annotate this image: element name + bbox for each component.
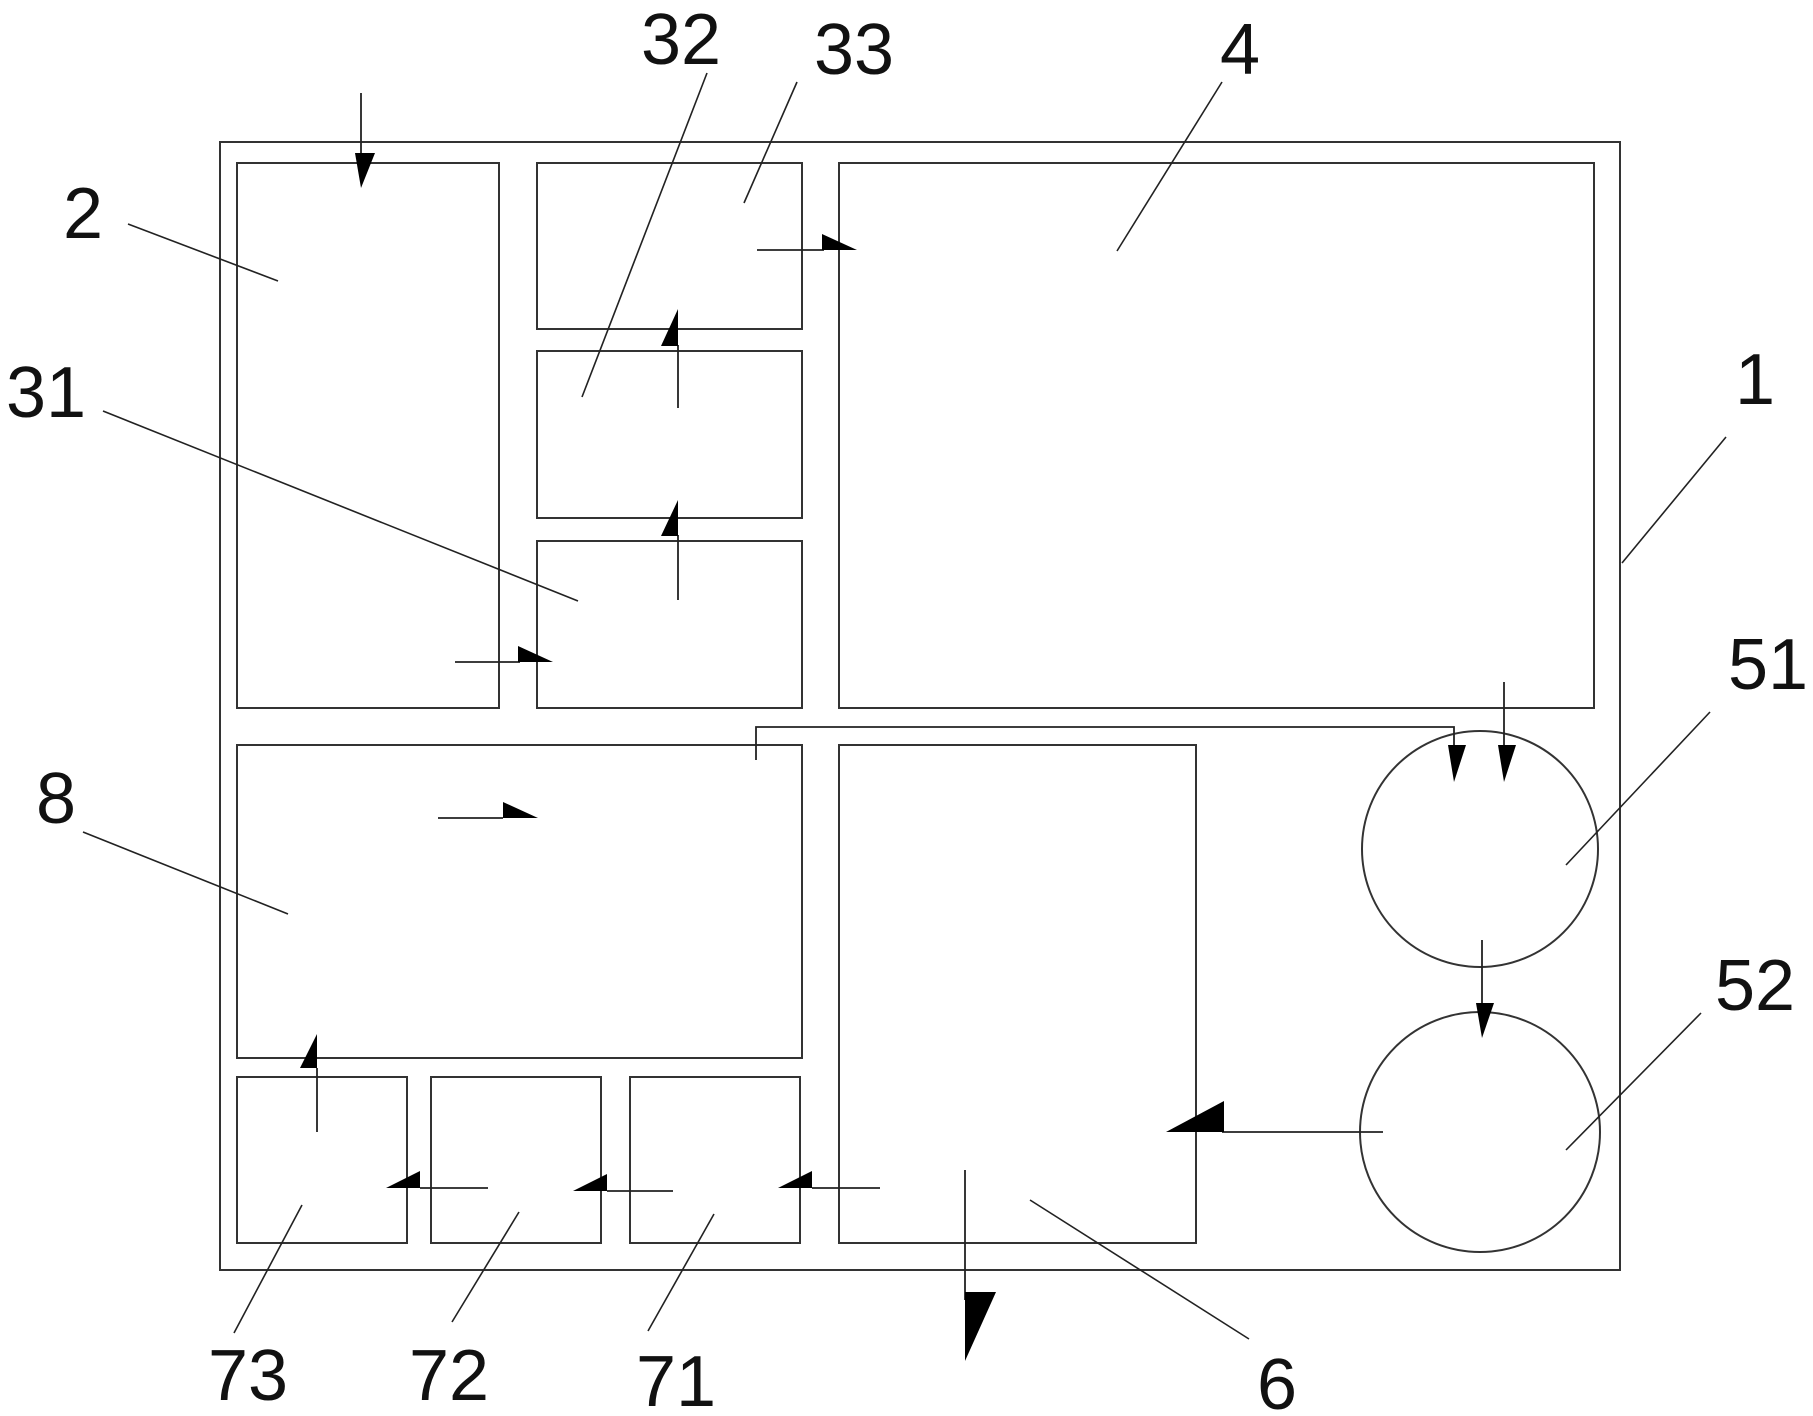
flow-2-to-31	[455, 646, 553, 663]
flow-4-to-51	[1498, 682, 1516, 782]
flow-71-to-72	[573, 1174, 673, 1192]
circle-51	[1361, 730, 1599, 968]
flow-31-to-32	[661, 500, 679, 600]
box-33	[536, 162, 803, 330]
box-8	[236, 744, 803, 1059]
flow-52-to-6	[1166, 1101, 1383, 1133]
leader-8	[82, 831, 289, 915]
label-73: 73	[208, 1336, 288, 1416]
flow-32-to-33	[661, 309, 679, 408]
box-71	[629, 1076, 801, 1244]
flow-in-8	[438, 802, 538, 819]
flow-6-outlet	[964, 1170, 996, 1361]
box-31	[536, 540, 803, 709]
flow-8-to-51	[755, 726, 1466, 782]
label-4: 4	[1220, 10, 1260, 90]
label-51: 51	[1728, 625, 1808, 705]
box-4	[838, 162, 1595, 709]
box-32	[536, 350, 803, 519]
label-32: 32	[641, 0, 721, 80]
leader-51	[1565, 711, 1711, 866]
leader-31	[102, 410, 579, 602]
label-6: 6	[1257, 1345, 1297, 1416]
leader-32	[581, 72, 708, 398]
flow-6-to-71	[778, 1171, 880, 1189]
leader-4	[1116, 81, 1223, 252]
box-2	[236, 162, 500, 709]
outer-frame	[219, 141, 1621, 1271]
flow-inlet-to-2	[355, 93, 375, 188]
leader-2	[127, 223, 279, 282]
flow-73-to-8	[300, 1034, 318, 1132]
flow-72-to-73	[386, 1171, 488, 1189]
leader-1	[1621, 436, 1727, 564]
box-73	[236, 1076, 408, 1244]
box-72	[430, 1076, 602, 1244]
label-33: 33	[814, 10, 894, 90]
label-1: 1	[1735, 340, 1775, 420]
box-6	[838, 744, 1197, 1244]
leader-71	[647, 1213, 715, 1332]
flow-33-to-4	[757, 234, 857, 251]
label-2: 2	[63, 174, 103, 254]
flow-51-to-52	[1476, 940, 1494, 1038]
circle-52	[1359, 1011, 1601, 1253]
label-31: 31	[6, 353, 86, 433]
label-71: 71	[636, 1342, 716, 1416]
leader-6	[1029, 1199, 1250, 1340]
leader-72	[451, 1211, 520, 1323]
leader-33	[743, 81, 798, 204]
leader-73	[233, 1204, 303, 1334]
label-52: 52	[1715, 946, 1795, 1026]
leader-52	[1565, 1012, 1702, 1151]
label-8: 8	[36, 759, 76, 839]
label-72: 72	[409, 1336, 489, 1416]
